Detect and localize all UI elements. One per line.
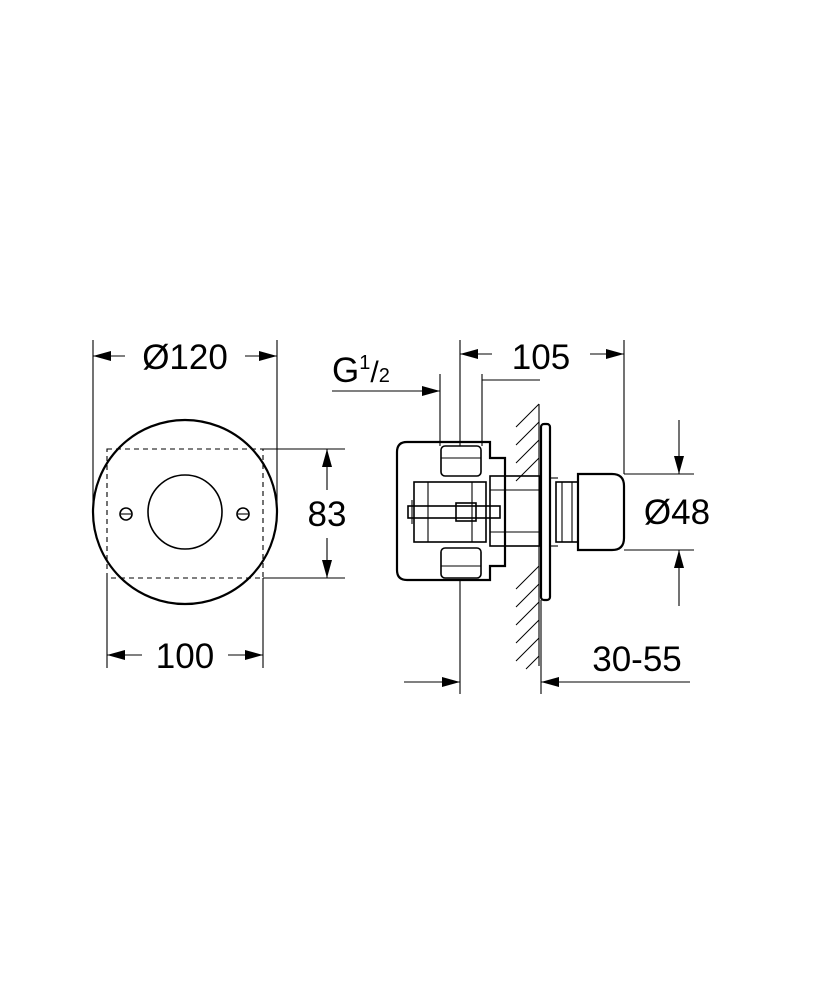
valve-body xyxy=(395,440,507,582)
left-screw-icon xyxy=(119,507,133,521)
wall-plate xyxy=(539,422,552,602)
valve-stem xyxy=(407,505,501,519)
thread-prefix: G xyxy=(332,351,359,390)
center-hole-circle xyxy=(147,474,223,550)
thread-denominator: 2 xyxy=(379,365,390,387)
thread-size-label: G1/2 xyxy=(332,351,390,390)
top-port xyxy=(440,445,482,477)
depth-105-label: 105 xyxy=(512,338,570,377)
wall-hatching xyxy=(515,403,540,670)
right-screw-icon xyxy=(236,507,250,521)
bottom-port xyxy=(440,547,482,579)
wall-range-label: 30-55 xyxy=(592,640,682,679)
height-83-label: 83 xyxy=(308,495,347,534)
hidden-box-outline xyxy=(106,448,264,579)
knob xyxy=(576,472,626,552)
thread-separator: / xyxy=(370,356,379,389)
nut xyxy=(555,481,579,543)
knob-diameter-label: Ø48 xyxy=(644,493,710,532)
side-view: G1/2 105 Ø48 30-55 xyxy=(332,338,710,694)
diameter-120-label: Ø120 xyxy=(142,338,228,377)
thread-numerator: 1 xyxy=(359,352,370,374)
front-view: Ø120 83 100 xyxy=(91,338,347,676)
width-100-label: 100 xyxy=(156,637,214,676)
